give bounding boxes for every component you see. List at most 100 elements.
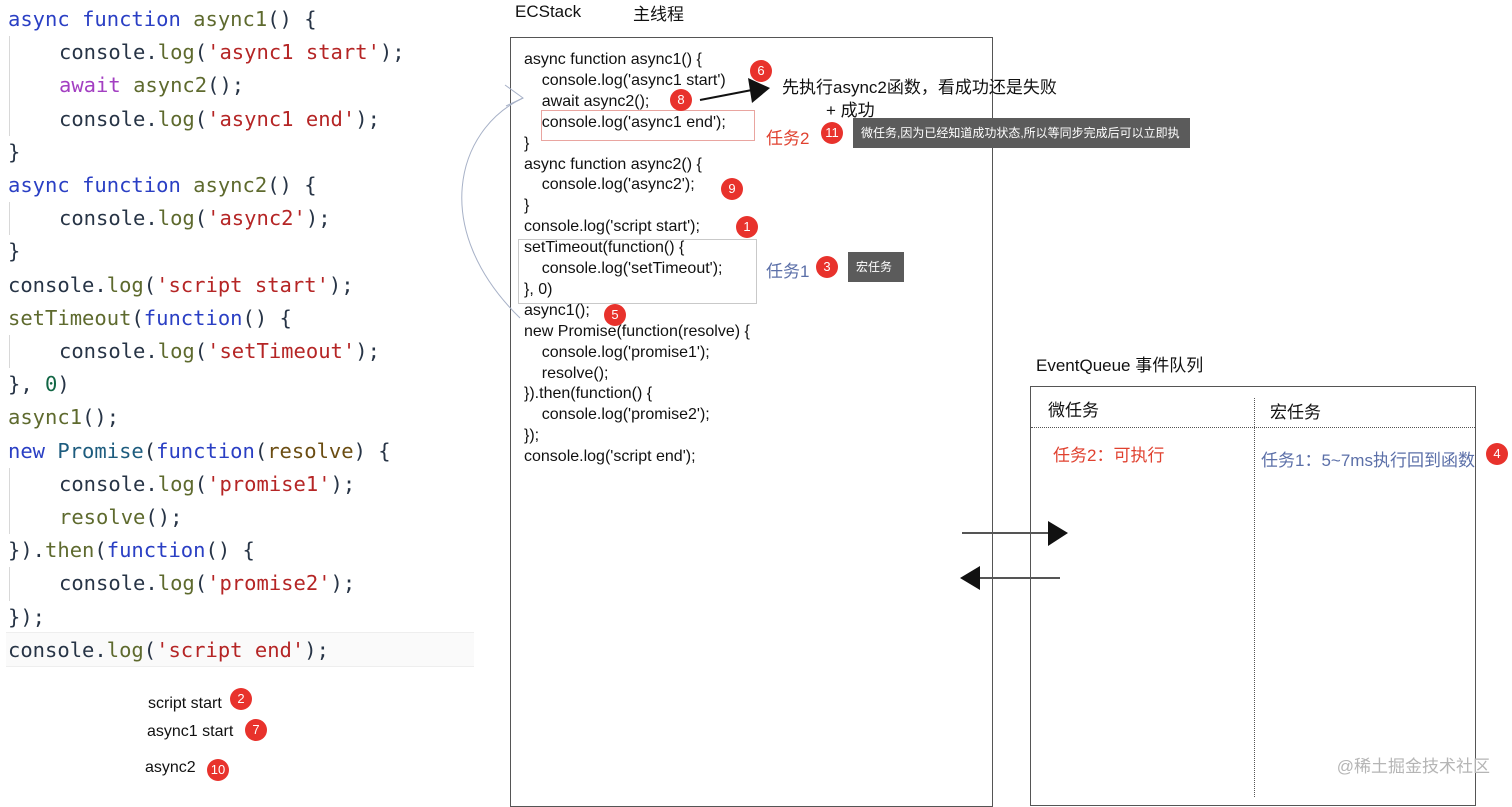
call-curve-arrowhead [504,84,524,107]
code-line: }); [8,601,45,634]
code-token: function [156,438,255,463]
code-token: log [157,471,195,496]
code-line: console.log('async1 start'); [59,36,405,69]
indent-guide [9,467,10,501]
step-badge: 2 [230,688,252,710]
queue-header-divider [1031,427,1475,428]
indent-guide [9,36,10,70]
code-token: function [82,7,194,31]
code-token: ) { [353,438,391,463]
await-arrow-line [699,89,753,101]
code-token: ); [330,571,356,596]
ecstack-line: async1(); [524,301,590,319]
console-output-line-2: async1 start [147,723,234,740]
code-token: console [59,106,146,131]
code-line: console.log('script start'); [8,269,354,302]
main-thread-label: 主线程 [633,5,684,24]
ecstack-line: async function async1() { [524,51,702,68]
code-line: resolve(); [59,501,182,534]
code-token: 'promise2' [207,571,331,596]
code-token: log [157,106,195,131]
async1-end-highlight-box [541,110,755,141]
ecstack-line: console.log('setTimeout'); [524,260,723,277]
step-badge: 4 [1486,443,1508,465]
step-badge: 9 [721,178,743,200]
ecstack-line: }); [524,427,540,445]
code-token: async2 [133,73,208,98]
code-token: async1 [193,7,268,31]
code-token: Promise [57,438,144,463]
call-curve-arrow [461,97,524,319]
code-token: ); [355,106,380,131]
await-arrowhead [748,78,770,103]
task2-label: 任务2 [766,129,810,148]
code-token: function [82,173,194,197]
indent-guide [9,567,10,601]
code-token: ); [379,40,405,65]
code-token: console [8,637,95,662]
code-line: console.log('setTimeout'); [59,335,380,368]
code-token: ); [355,339,380,363]
ecstack-header: ECStack [515,2,582,21]
code-line: }).then(function() { [8,534,255,567]
code-token: }, [8,372,46,397]
code-token: ); [328,272,354,297]
code-token: log [106,637,144,662]
code-token: console [8,272,95,297]
code-line: console.log('async2'); [59,202,331,235]
step-badge: 7 [245,719,267,741]
code-token: log [157,339,195,363]
code-token: ( [131,305,144,330]
code-token: resolve [59,505,146,529]
code-token: } [8,239,21,264]
step-badge: 5 [604,304,626,326]
ecstack-line: console.log('async1 end'); [524,113,726,131]
step-badge: 10 [207,759,229,781]
code-token: 'promise1' [207,471,331,496]
code-token: function [106,538,206,563]
code-token: () { [242,305,292,330]
code-token: ); [330,471,356,496]
task2-tooltip: 微任务,因为已经知道成功状态,所以等同步完成后可以立即执行 [853,118,1190,170]
code-line: setTimeout(function() { [8,302,292,335]
microtask-column-header: 微任务 [1048,401,1099,420]
code-token: setTimeout [8,305,132,330]
code-line: async1(); [8,401,119,434]
code-token: 'async2' [207,206,306,231]
task1-tooltip: 宏任务 [848,252,904,282]
code-line: console.log('script end'); [8,634,329,667]
code-token: ( [143,637,157,662]
indent-guide [9,202,10,236]
await-note: 先执行async2函数，看成功还是失败 [782,78,1057,97]
code-token: log [106,272,144,297]
ecstack-line: setTimeout(function() { [524,239,685,257]
code-token: }). [8,538,46,563]
ecstack-line: console.log('promise1'); [524,343,710,361]
code-token: ( [94,538,107,563]
code-token: (); [82,405,120,430]
code-line: console.log('promise1'); [59,468,355,501]
code-token: console [59,571,146,596]
code-line: async function async1() { [8,3,317,36]
from-queue-arrowhead [960,566,980,590]
code-token: then [45,538,95,563]
code-token: 0 [45,372,58,397]
step-badge: 11 [821,122,843,144]
console-output-line-3: async2 [145,759,196,776]
ecstack-line: console.log('script end'); [524,448,696,466]
code-token: ( [194,471,208,496]
code-token: 'async1 end' [207,106,356,131]
code-line: } [8,136,20,169]
ecstack-line: console.log('async1 start') [524,71,726,89]
code-token: } [8,139,21,164]
code-token: ) [57,372,70,397]
step-badge: 1 [736,216,758,238]
macrotask-item: 任务1：5~7ms执行回到函数 [1261,451,1475,470]
code-token: ); [304,637,329,662]
ecstack-line: await async2(); [524,92,650,110]
code-token: ( [194,40,208,65]
code-token: (); [207,73,245,98]
code-token: . [145,206,158,231]
code-token: ); [305,206,331,231]
code-token: 'async1 start' [207,40,380,65]
